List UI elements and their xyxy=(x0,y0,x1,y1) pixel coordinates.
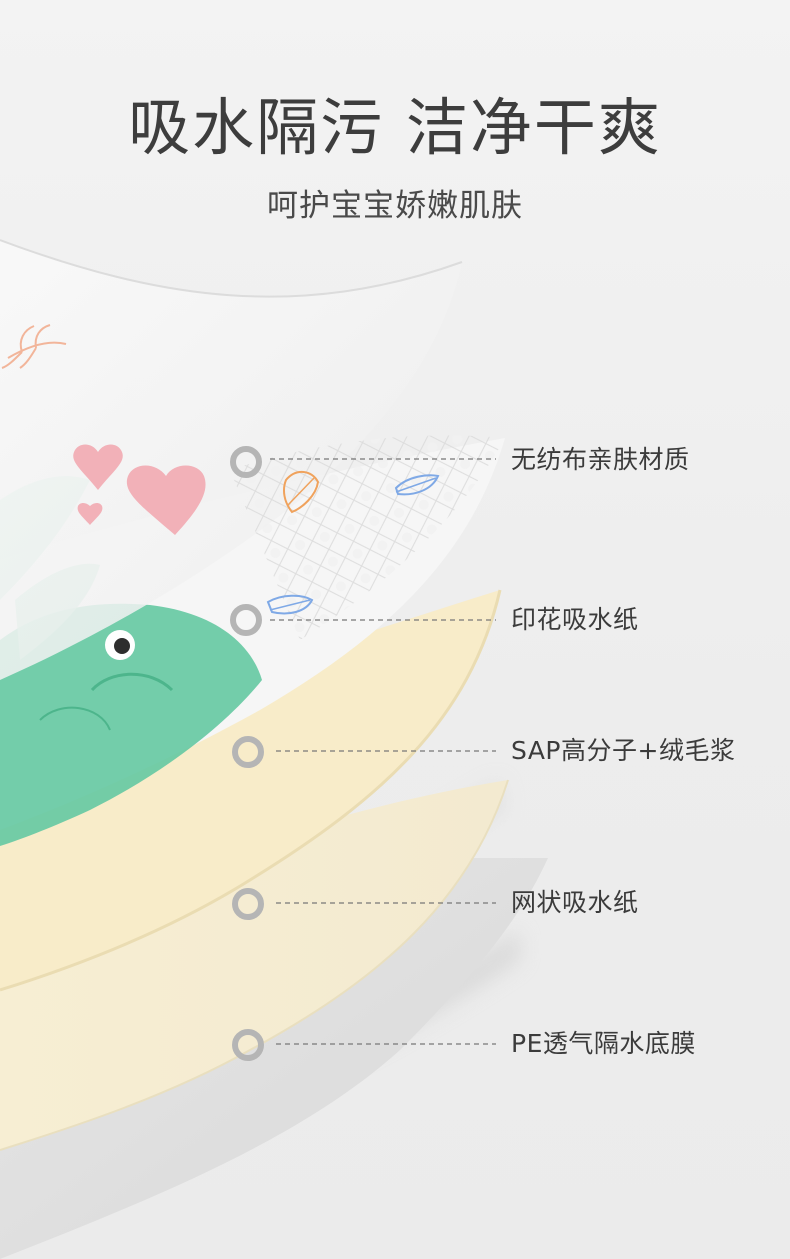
elephant-print xyxy=(0,603,262,846)
leaf-orange-icon xyxy=(283,471,320,514)
page-title: 吸水隔污 洁净干爽 xyxy=(128,91,662,164)
layer-label-sap: SAP高分子+绒毛浆 xyxy=(511,736,736,765)
layer-label-mesh-paper: 网状吸水纸 xyxy=(511,888,639,917)
layer-label-pe-film: PE透气隔水底膜 xyxy=(511,1029,696,1058)
mesh-paper-layer xyxy=(0,780,508,1150)
sap-layer xyxy=(0,590,500,990)
leaf-blue-small-icon xyxy=(266,594,314,615)
leaf-sprig-icon xyxy=(1,324,67,369)
marker-mesh xyxy=(232,888,496,920)
marker-sap xyxy=(232,736,496,768)
page-subtitle: 呵护宝宝娇嫩肌肤 xyxy=(267,188,523,224)
heart-icon xyxy=(73,444,123,490)
layer-markers xyxy=(230,446,496,1061)
marker-pe xyxy=(232,1029,496,1061)
layer-label-nonwoven: 无纺布亲肤材质 xyxy=(511,445,690,474)
marker-nonwoven xyxy=(230,446,496,478)
pe-film-layer xyxy=(0,858,548,1259)
leaf-blue-icon xyxy=(394,474,440,496)
heart-small-icon xyxy=(77,503,103,525)
heart-large-icon xyxy=(126,465,206,535)
layer-label-print-paper: 印花吸水纸 xyxy=(511,605,639,634)
marker-print xyxy=(230,604,496,636)
